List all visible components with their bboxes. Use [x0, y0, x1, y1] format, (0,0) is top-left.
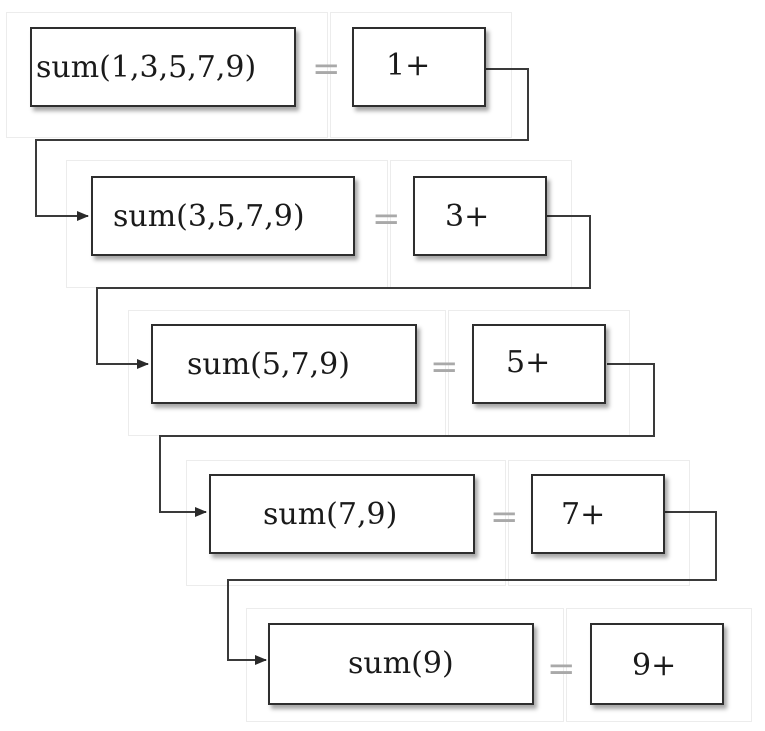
partial-box-2: 3+ [413, 176, 547, 256]
call-label-1: sum(1,3,5,7,9) [36, 50, 257, 85]
partial-box-4: 7+ [531, 474, 665, 554]
partial-box-5: 9+ [590, 623, 724, 705]
equals-sign-1: = [312, 49, 341, 89]
connector-2 [96, 215, 591, 369]
call-box-2: sum(3,5,7,9) [91, 176, 355, 256]
call-box-5: sum(9) [268, 623, 534, 705]
partial-box-1: 1+ [352, 27, 486, 107]
call-label-2: sum(3,5,7,9) [113, 199, 305, 234]
call-box-4: sum(7,9) [209, 474, 475, 554]
call-label-5: sum(9) [348, 646, 454, 681]
call-label-3: sum(5,7,9) [187, 347, 350, 382]
equals-sign-3: = [430, 347, 459, 387]
call-label-4: sum(7,9) [263, 497, 398, 532]
call-box-3: sum(5,7,9) [151, 324, 417, 404]
connector-3 [159, 363, 655, 517]
connector-1 [35, 68, 529, 221]
call-box-1: sum(1,3,5,7,9) [30, 27, 296, 107]
equals-sign-4: = [490, 497, 519, 537]
partial-label-5: 9+ [632, 648, 677, 683]
partial-label-2: 3+ [445, 199, 490, 234]
partial-box-3: 5+ [472, 324, 606, 404]
equals-sign-5: = [547, 649, 576, 689]
partial-label-3: 5+ [506, 345, 551, 380]
partial-label-1: 1+ [386, 48, 431, 83]
partial-label-4: 7+ [561, 497, 606, 532]
connector-4 [227, 511, 717, 665]
equals-sign-2: = [372, 199, 401, 239]
